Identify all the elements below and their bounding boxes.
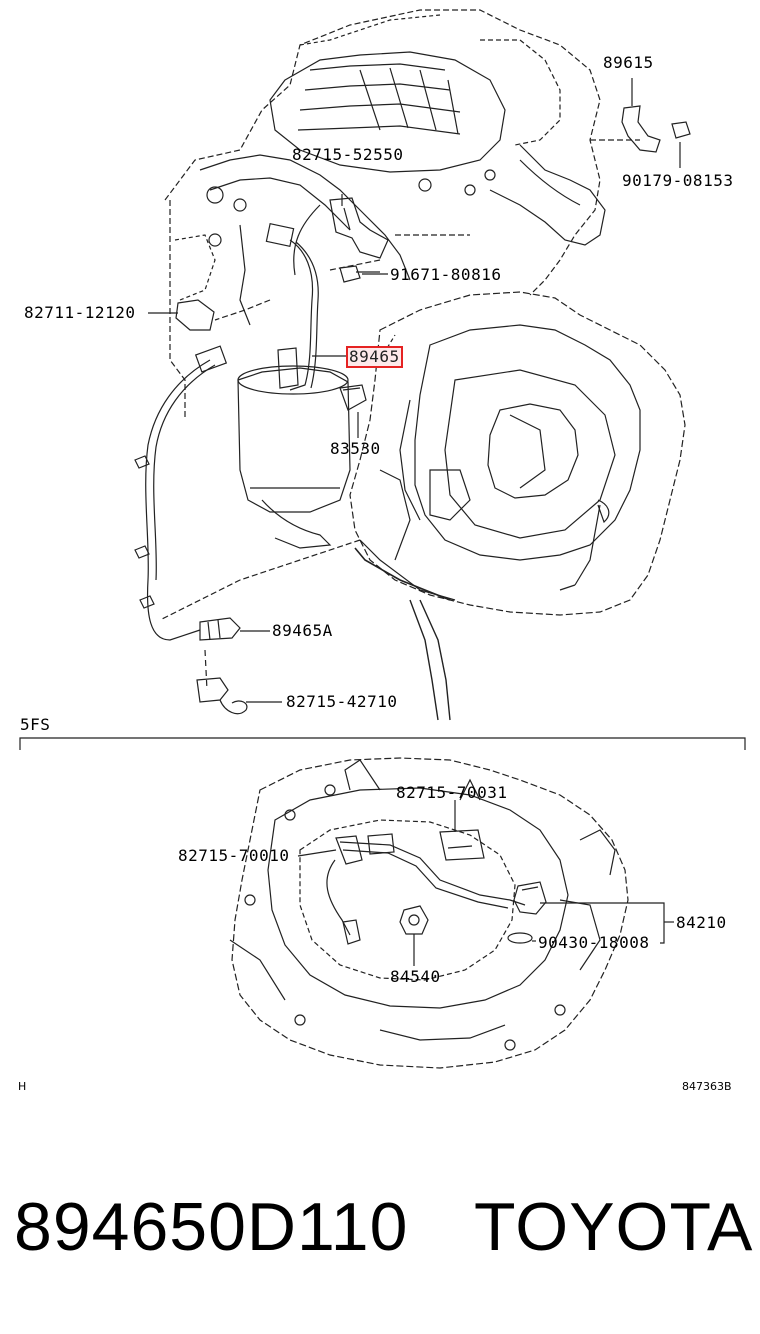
label-84210: 84210 <box>676 913 727 932</box>
label-82715-42710: 82715-42710 <box>286 692 398 711</box>
corner-code-right: 847363B <box>682 1080 732 1093</box>
engine-transaxle-assembly <box>159 9 686 721</box>
label-83530: 83530 <box>330 439 381 458</box>
label-89465a: 89465A <box>272 621 333 640</box>
label-82715-70010: 82715-70010 <box>178 846 290 865</box>
label-82711-12120: 82711-12120 <box>24 303 136 322</box>
bracket-82711 <box>175 299 215 331</box>
leader-lines-lower <box>297 800 674 966</box>
label-89615: 89615 <box>603 53 654 72</box>
wire-harness-89465a <box>134 345 248 715</box>
label-84540: 84540 <box>390 967 441 986</box>
label-89465-highlighted: 89465 <box>346 346 403 368</box>
label-82715-70031: 82715-70031 <box>396 783 508 802</box>
clamp-82715-52550 <box>329 197 389 283</box>
footer-part-number: 894650D110 <box>14 1189 409 1265</box>
label-82715-52550: 82715-52550 <box>292 145 404 164</box>
label-90179-08153: 90179-08153 <box>622 171 734 190</box>
label-91671-80816: 91671-80816 <box>390 265 502 284</box>
footer-brand: TOYOTA <box>474 1189 754 1265</box>
section-label-5fs: 5FS <box>20 715 51 734</box>
section-separator <box>19 737 746 750</box>
manual-transaxle-assembly <box>229 757 629 1069</box>
sensor-89615 <box>621 105 691 153</box>
leader-lines-upper <box>148 78 681 703</box>
corner-code-left: H <box>18 1080 27 1093</box>
parts-diagram <box>19 9 746 1069</box>
wire-harness-89465 <box>265 222 367 411</box>
label-90430-18008: 90430-18008 <box>538 933 650 952</box>
